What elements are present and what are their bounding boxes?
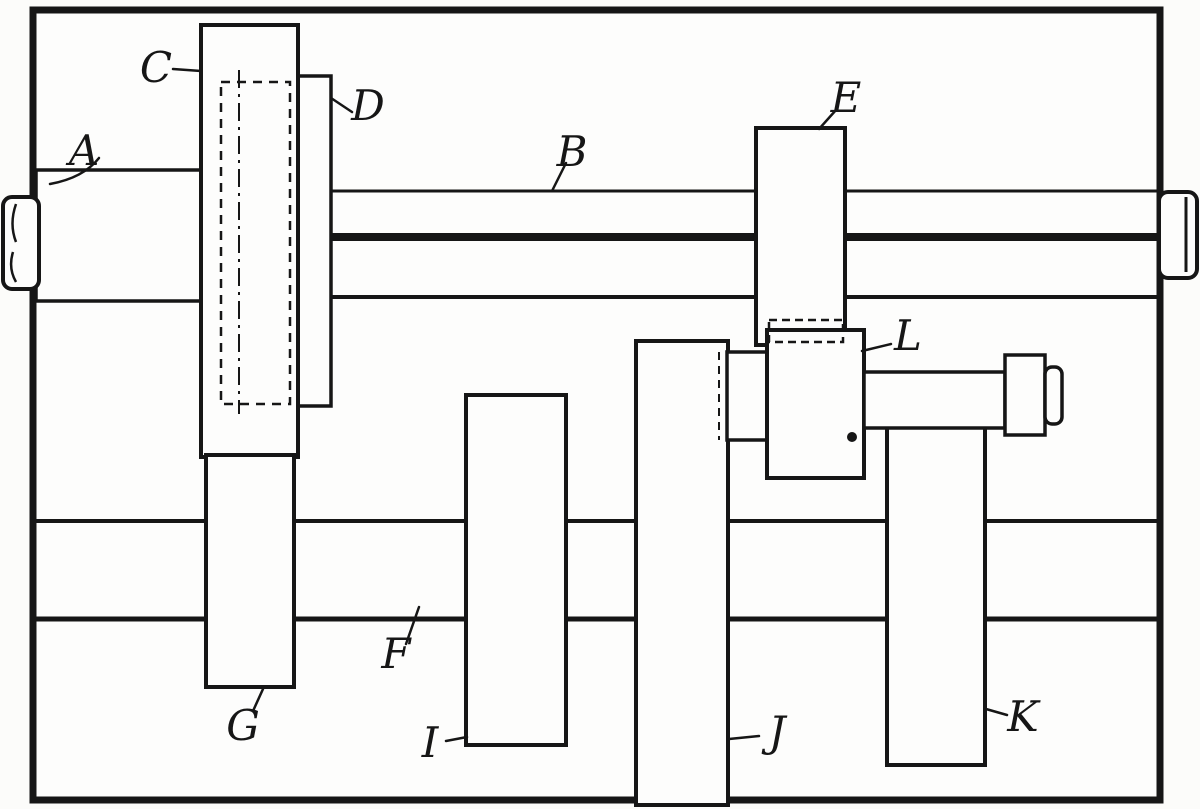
label-i-leader [444,735,469,743]
actuator-bolt-cap [1043,365,1064,426]
label-e-leader [817,108,838,131]
gear-c-hidden-bore [219,80,292,406]
pulley-g [204,453,296,689]
disc-k [885,377,987,767]
label-d: D [350,81,385,130]
part-labels: A B C D E F G I J K L [65,43,1041,767]
label-k: K [1006,692,1041,741]
label-c: C [140,43,172,92]
label-k-leader [984,707,1009,717]
label-l-leader [860,342,893,353]
label-e: E [830,73,862,122]
clutch-connector [725,350,771,442]
actuator-assembly [847,353,1064,442]
shaft-right-end [1157,190,1199,280]
label-i: I [421,718,440,767]
collar-d [294,74,333,408]
label-b-leader [550,161,568,193]
label-d-leader [329,96,354,114]
shaft-a-hatch-1 [11,203,18,243]
shaft-a-hatch-2 [9,251,18,283]
label-j-leader [727,734,761,741]
gear-body-c [199,23,300,459]
leader-lines [48,67,1009,743]
label-b: B [556,127,588,176]
clutch-hidden-seat [767,318,845,344]
label-a-leader [48,156,101,186]
actuator-bolt-head [1003,353,1047,437]
label-c-leader [171,67,203,73]
slider-e [754,126,847,347]
label-l: L [893,311,922,360]
actuator-bar [862,370,1007,430]
pivot-dot [847,432,857,442]
label-f-leader [404,605,421,646]
disc-i [464,393,568,747]
label-a: A [65,126,99,175]
clutch-block-l [765,328,866,480]
left-housing-block [34,168,204,303]
disc-j [634,339,730,807]
shaft-a-stub [1,195,41,291]
label-f: F [380,629,412,678]
shaft-a-left-end [1,195,41,291]
shaft-right-stub [1157,190,1199,280]
label-g: G [226,701,260,750]
label-g-leader [251,687,265,713]
